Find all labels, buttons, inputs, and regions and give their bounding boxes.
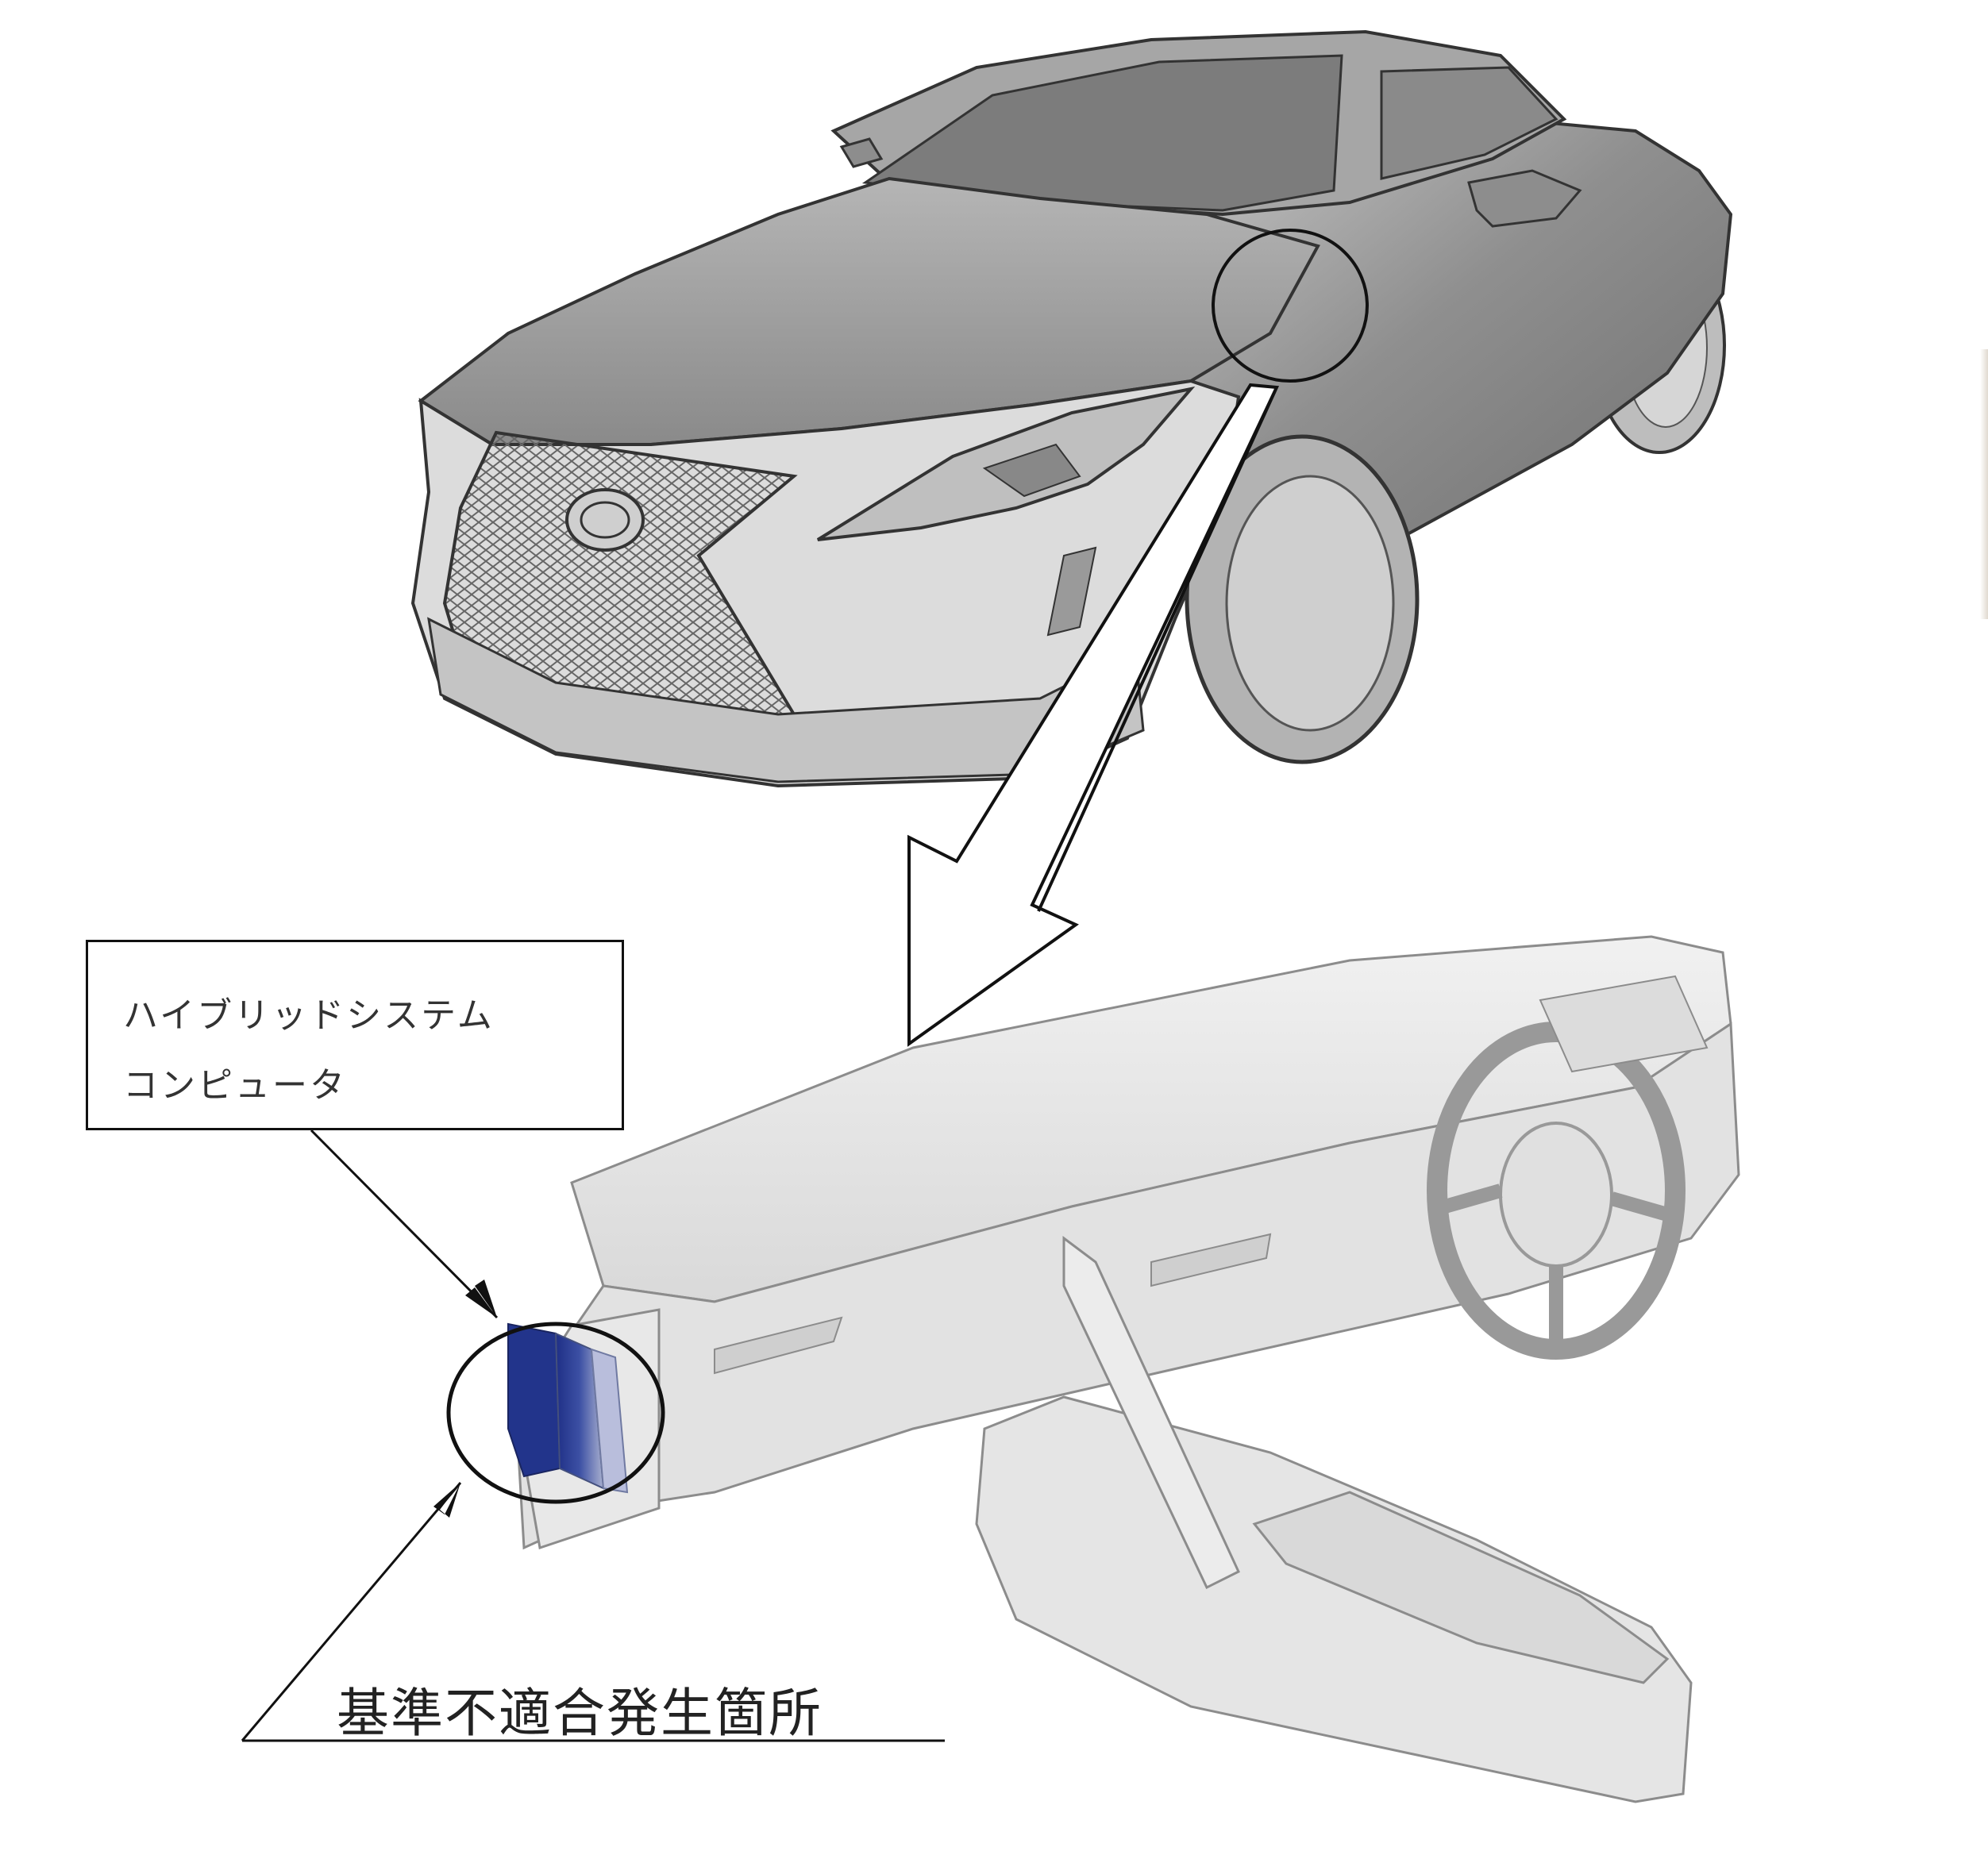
highlight-circle-interior [446,1322,665,1504]
hybrid-system-computer-part [507,1322,561,1478]
car-side-mirror [1467,169,1582,228]
center-console [975,1395,1693,1803]
edge-artifact [1980,349,1988,619]
component-name-line1: ハイブリッドシステム [123,995,495,1036]
passenger-trim [1062,1236,1240,1590]
car-exterior-illustration [410,29,1733,788]
dashboard-interior-illustration [446,935,1740,1803]
nonconformity-location-caption: 基準不適合発生箇所 [337,1683,823,1744]
component-name-line2: コンピュータ [123,1065,347,1106]
leader-arrow-location [241,1482,945,1742]
zoom-arrow [907,383,1280,1047]
leader-arrow-component [310,1129,499,1319]
highlight-circle-exterior [1212,229,1369,383]
armrest [1252,1491,1670,1684]
car-side-window [1380,66,1558,180]
car-emblem [565,488,645,552]
component-label-box: ハイブリッドシステム コンピュータ [86,940,624,1130]
